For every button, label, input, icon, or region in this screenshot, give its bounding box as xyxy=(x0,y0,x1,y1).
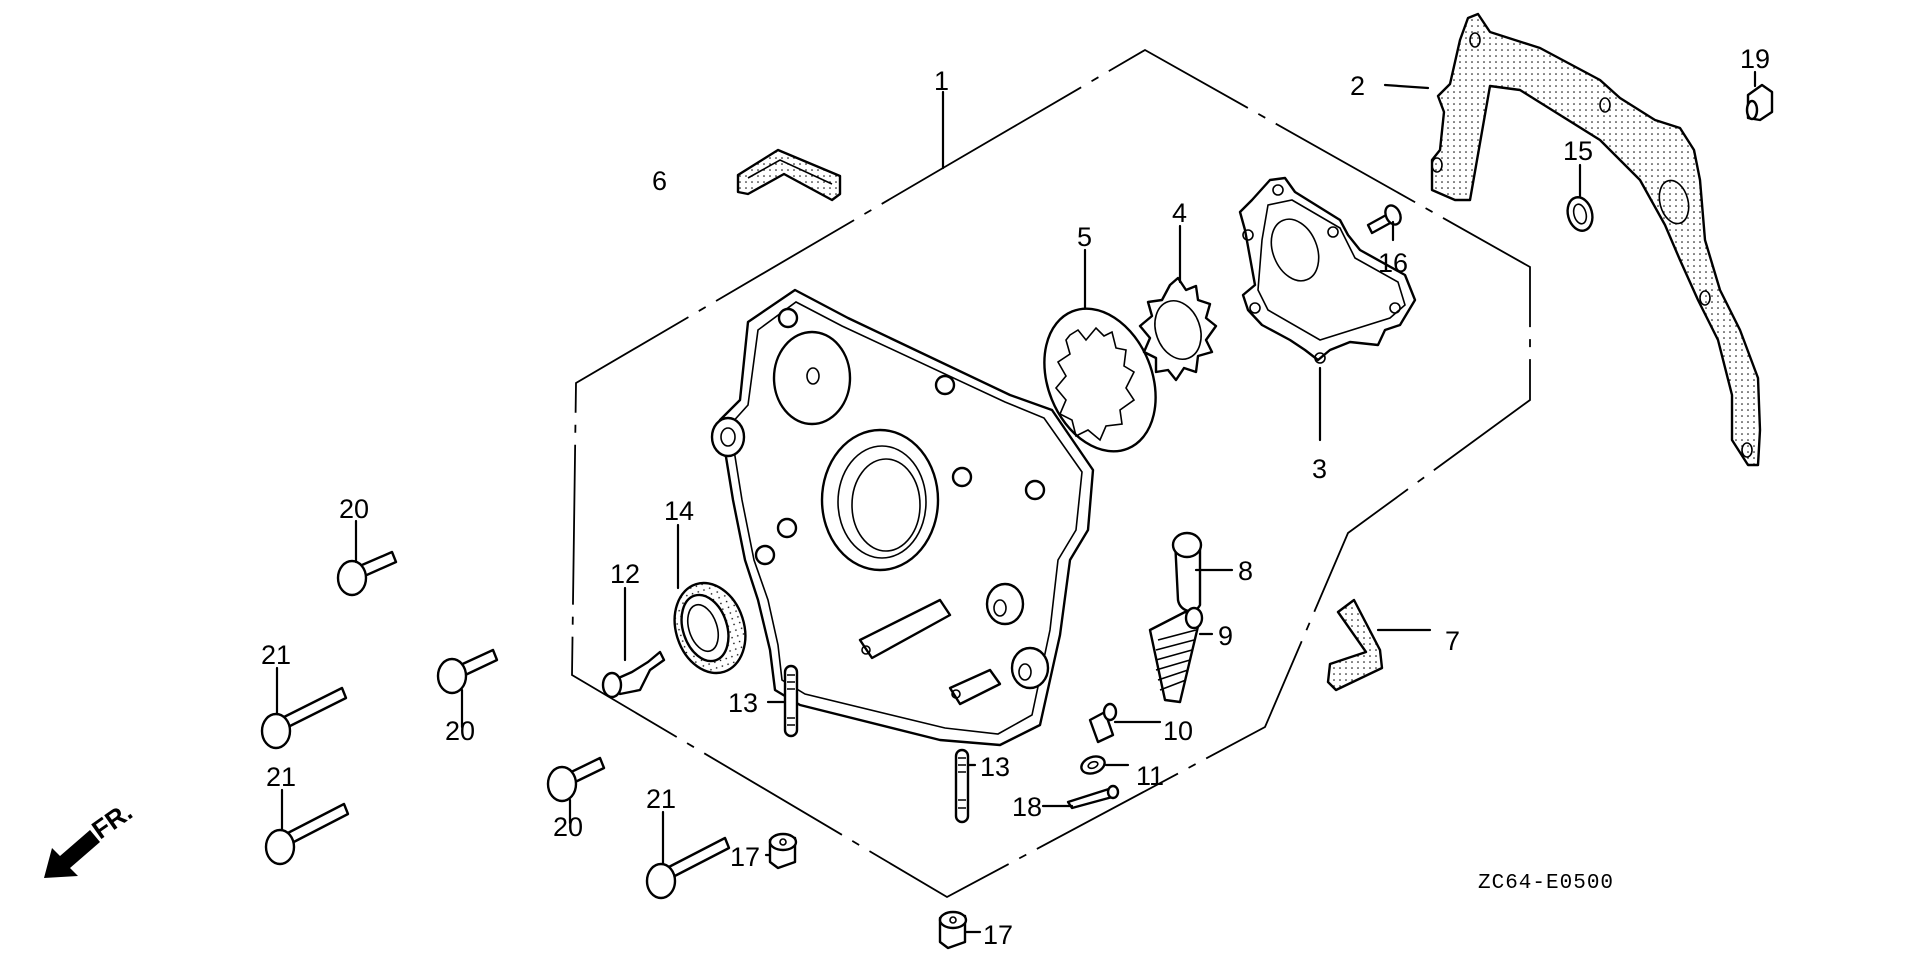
part-21-bolt-a[interactable] xyxy=(260,686,348,750)
part-18-cotter-pin[interactable] xyxy=(1066,784,1120,810)
callout-13a: 13 xyxy=(728,688,758,718)
callout-17a: 17 xyxy=(730,842,760,872)
part-17-nut-upper[interactable] xyxy=(768,832,798,870)
callout-9: 9 xyxy=(1218,621,1233,651)
part-11-washer[interactable] xyxy=(1079,753,1107,776)
callout-14: 14 xyxy=(664,496,694,526)
part-14-oil-seal[interactable] xyxy=(663,574,756,683)
part-21-bolt-b[interactable] xyxy=(264,802,350,866)
callout-12: 12 xyxy=(610,559,640,589)
callout-21b: 21 xyxy=(266,762,296,792)
part-6-rubber-seal[interactable] xyxy=(736,148,842,202)
part-8-relief-valve[interactable] xyxy=(1171,531,1203,613)
callout-21a: 21 xyxy=(261,640,291,670)
part-20-bolt-c[interactable] xyxy=(546,756,606,803)
callout-20a: 20 xyxy=(339,494,369,524)
part-15-o-ring[interactable] xyxy=(1564,194,1596,233)
part-9-spring[interactable] xyxy=(1148,606,1204,704)
part-12-bolt[interactable] xyxy=(601,650,666,699)
callout-1: 1 xyxy=(934,66,949,96)
part-20-bolt-b[interactable] xyxy=(436,648,499,695)
callout-21c: 21 xyxy=(646,784,676,814)
part-13-stud-upper[interactable] xyxy=(783,664,799,738)
assembly-frame xyxy=(571,48,1531,899)
callout-3: 3 xyxy=(1312,454,1327,484)
callout-11: 11 xyxy=(1136,761,1164,791)
part-21-bolt-c[interactable] xyxy=(645,836,731,900)
callout-5: 5 xyxy=(1077,222,1092,252)
callout-10: 10 xyxy=(1163,716,1193,746)
callout-20c: 20 xyxy=(553,812,583,842)
leader-2 xyxy=(1383,83,1430,90)
callout-20b: 20 xyxy=(445,716,475,746)
part-10-plug[interactable] xyxy=(1088,702,1118,744)
callout-4: 4 xyxy=(1172,198,1187,228)
callout-17b: 17 xyxy=(983,920,1013,950)
callout-7: 7 xyxy=(1445,626,1460,656)
front-arrow-icon xyxy=(44,830,100,878)
part-17-nut-lower[interactable] xyxy=(938,910,968,950)
part-3-gasket[interactable] xyxy=(1238,176,1417,364)
part-20-bolt-a[interactable] xyxy=(336,550,398,597)
callout-19: 19 xyxy=(1740,44,1770,74)
part-2-case-gasket[interactable] xyxy=(1430,12,1762,467)
callout-13b: 13 xyxy=(980,752,1010,782)
part-16-screw[interactable] xyxy=(1366,203,1404,235)
callout-6: 6 xyxy=(652,166,667,196)
front-direction-indicator: FR. xyxy=(44,796,138,878)
callout-16: 16 xyxy=(1378,248,1408,278)
part-7-rubber-seal[interactable] xyxy=(1326,598,1384,692)
callout-15: 15 xyxy=(1563,136,1593,166)
drawing-code: ZC64-E0500 xyxy=(1478,872,1614,895)
callout-8: 8 xyxy=(1238,556,1253,586)
part-19-dowel-pin[interactable] xyxy=(1745,83,1774,122)
part-13-stud-lower[interactable] xyxy=(954,748,970,824)
callout-2: 2 xyxy=(1350,71,1365,101)
part-5-outer-rotor[interactable] xyxy=(1024,292,1176,468)
callout-18: 18 xyxy=(1012,792,1042,822)
part-4-inner-rotor[interactable] xyxy=(1138,276,1218,382)
part-1-pump-body[interactable] xyxy=(710,288,1095,747)
